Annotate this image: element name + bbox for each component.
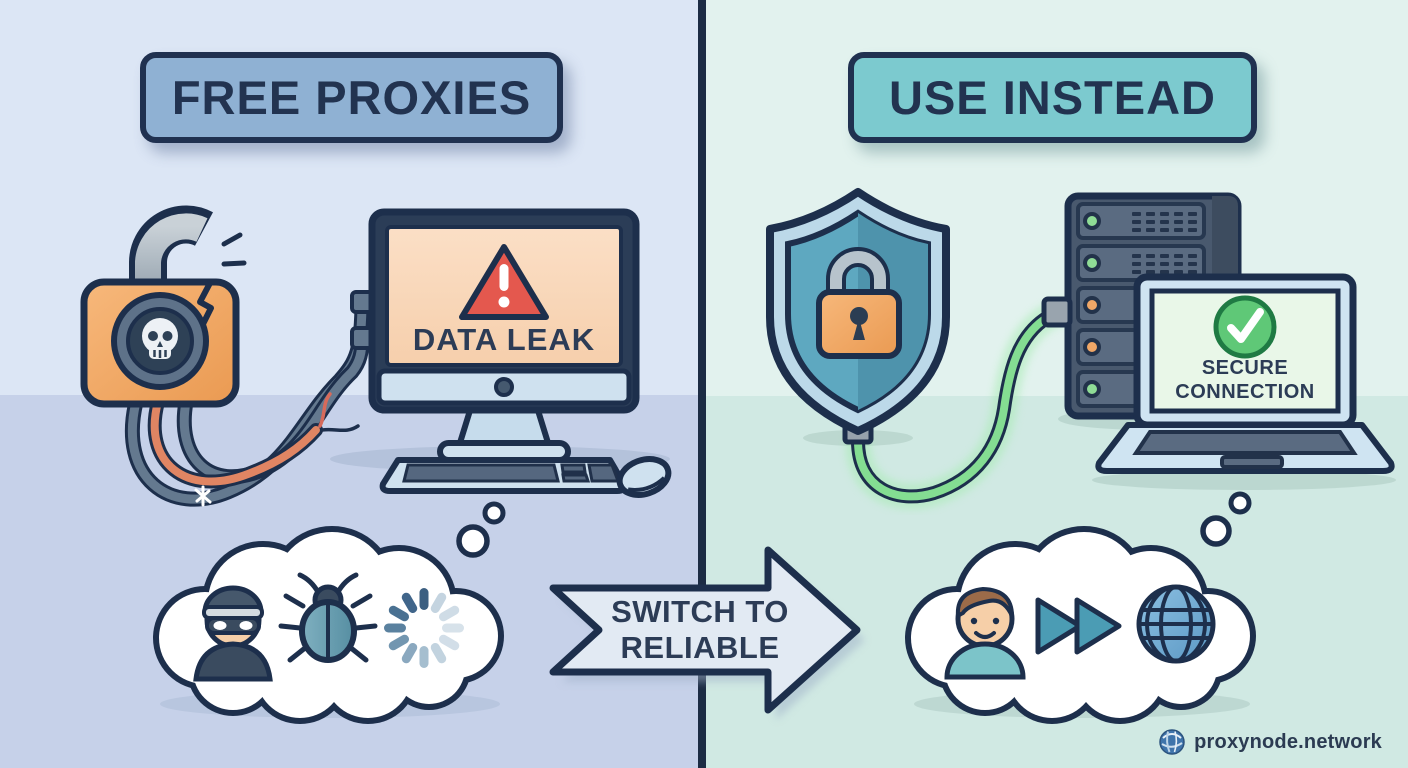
broken-padlock-icon	[80, 205, 247, 408]
secure-connection-label: SECURE CONNECTION	[1152, 357, 1338, 404]
server-vents	[1132, 212, 1197, 274]
frayed-spark	[194, 485, 212, 507]
secure-cable	[845, 299, 1071, 510]
mouse	[616, 456, 672, 498]
desktop-monitor	[350, 208, 640, 463]
arrow-line1: SWITCH TO	[611, 594, 789, 629]
loading-spinner-icon	[384, 588, 464, 668]
brand: proxynode.network	[1158, 728, 1382, 756]
thought-cloud-right	[905, 526, 1256, 724]
brand-logo-icon	[1159, 729, 1185, 755]
bug-icon	[278, 572, 378, 663]
secure-line2: CONNECTION	[1175, 380, 1315, 403]
cable-plug	[1041, 296, 1073, 328]
tangled-cables	[124, 292, 370, 507]
impact-spark-icon	[221, 232, 247, 267]
warning-triangle-icon	[459, 244, 549, 320]
free-proxies-banner: FREE PROXIES	[140, 52, 563, 143]
padlock-icon	[816, 247, 902, 359]
server-leds	[1083, 212, 1101, 398]
secure-line1: SECURE	[1201, 357, 1289, 379]
data-leak-text: DATA LEAK	[412, 322, 596, 357]
crack	[196, 281, 214, 334]
security-shield-icon	[766, 188, 950, 445]
left-panel-title: FREE PROXIES	[171, 71, 532, 124]
globe-icon	[1136, 584, 1216, 664]
hacker-icon	[193, 585, 273, 682]
arrow-label: SWITCH TO RELIABLE	[570, 594, 830, 666]
fast-forward-icon	[1035, 597, 1122, 655]
user-icon	[944, 587, 1026, 680]
thought-bubbles-right	[1200, 491, 1252, 547]
camera-dot	[494, 377, 514, 397]
right-panel-title: USE INSTEAD	[889, 71, 1216, 124]
thought-bubbles-left	[456, 501, 506, 558]
thought-cloud-left	[153, 526, 504, 724]
skull-icon	[111, 292, 209, 390]
switch-arrow	[549, 546, 865, 720]
keyboard	[379, 457, 628, 494]
checkmark-icon	[1213, 295, 1277, 359]
brand-name: proxynode.network	[1194, 730, 1382, 753]
divider-line	[698, 0, 706, 768]
data-leak-label: DATA LEAK	[387, 322, 621, 358]
use-instead-banner: USE INSTEAD	[848, 52, 1257, 143]
arrow-line2: RELIABLE	[620, 629, 780, 665]
laptop	[1095, 273, 1395, 474]
